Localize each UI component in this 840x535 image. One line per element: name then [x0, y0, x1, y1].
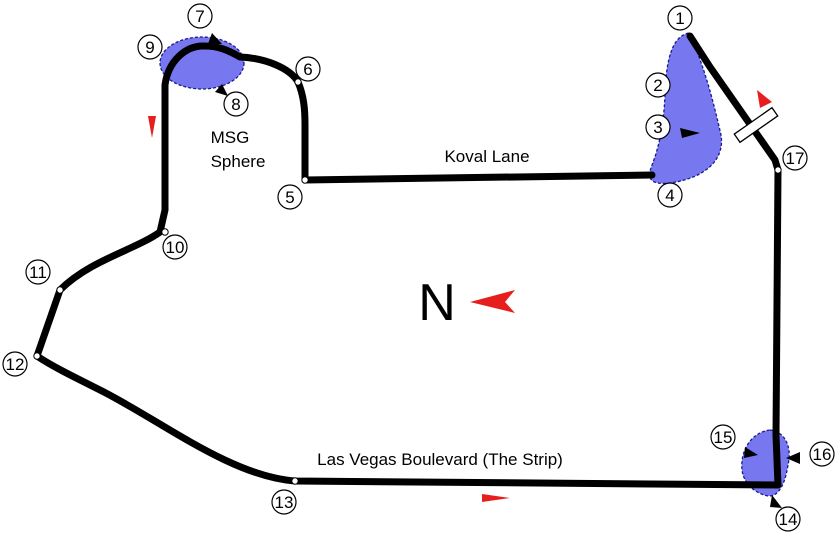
turn-number: 5: [285, 188, 294, 207]
turn-13-badge: 13: [271, 489, 297, 515]
turn-number: 9: [145, 38, 154, 57]
direction-arrow-icon: [482, 494, 510, 502]
pointer-turn-16-icon: [786, 452, 800, 464]
turn-12-badge: 12: [2, 351, 28, 377]
turn-number: 3: [653, 118, 662, 137]
turn-number: 13: [275, 493, 294, 512]
turn-16-badge: 16: [809, 441, 835, 467]
pointer-turn-14-icon: [770, 495, 782, 508]
turn-number: 11: [29, 263, 47, 282]
turn-number: 6: [303, 60, 312, 79]
corner-marker: [161, 228, 169, 236]
turn-number: 10: [166, 238, 185, 257]
corner-marker: [774, 166, 782, 174]
pointer-turn-8-icon: [215, 84, 228, 96]
direction-arrow-icon: [148, 116, 156, 138]
start-finish-line-icon: [733, 106, 779, 144]
turn-10-badge: 10: [162, 234, 188, 260]
corner-marker: [33, 352, 41, 360]
compass-label: N: [418, 274, 456, 332]
turn-11-badge: 11: [25, 259, 51, 285]
turn-6-badge: 6: [295, 56, 321, 82]
turn-number: 16: [813, 445, 832, 464]
turn-5-badge: 5: [277, 184, 303, 210]
pointer-turn-15-icon: [744, 447, 758, 458]
turn-number: 1: [675, 9, 684, 28]
pointer-turn-7-icon: [208, 33, 222, 44]
turn-number: 4: [665, 186, 674, 205]
turn-17-badge: 17: [782, 145, 808, 171]
turn-number: 14: [779, 510, 798, 529]
turn-1-badge: 1: [667, 5, 693, 31]
corner-markers: [33, 78, 782, 485]
landmark-label-line1: MSG: [211, 128, 250, 147]
corner-marker: [56, 286, 64, 294]
north-arrow-icon: [470, 290, 515, 313]
turn-number: 7: [195, 7, 204, 26]
corner-marker: [301, 176, 309, 184]
turn-9-badge: 9: [137, 34, 163, 60]
turn-number: 8: [231, 95, 240, 114]
street-label-koval-lane: Koval Lane: [444, 147, 529, 166]
zone-turn-1-4: [649, 32, 723, 185]
corner-marker: [291, 477, 299, 485]
turn-2-badge: 2: [645, 72, 671, 98]
landmark-label-line2: Sphere: [211, 152, 266, 171]
turn-4-badge: 4: [657, 182, 683, 208]
turn-8-badge: 8: [223, 91, 249, 117]
turn-number: 17: [786, 149, 805, 168]
turn-number: 15: [714, 428, 733, 447]
turn-number: 12: [6, 355, 25, 374]
turn-7-badge: 7: [187, 3, 213, 29]
street-label-las-vegas-blvd: Las Vegas Boulevard (The Strip): [317, 450, 563, 469]
corner-marker: [294, 78, 302, 86]
pointer-turn-3-icon: [680, 128, 700, 138]
turn-15-badge: 15: [710, 424, 736, 450]
turn-3-badge: 3: [645, 114, 671, 140]
turn-number: 2: [653, 76, 662, 95]
direction-arrow-icon: [757, 90, 772, 108]
turn-14-badge: 14: [775, 506, 801, 532]
